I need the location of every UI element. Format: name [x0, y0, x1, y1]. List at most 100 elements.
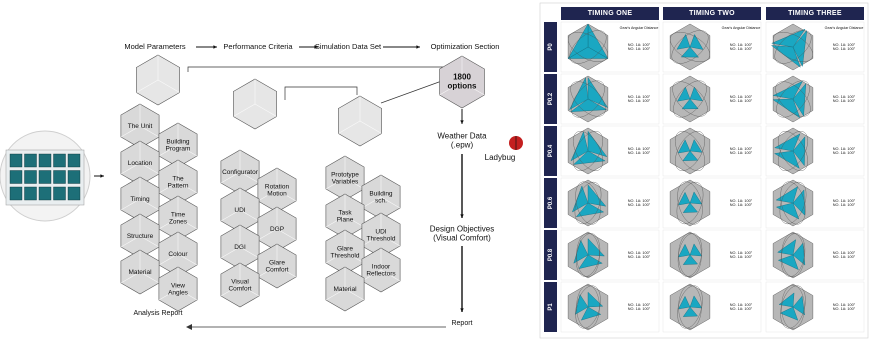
phase-3-item-hex-facet: [325, 177, 346, 190]
gear-wedge: [570, 131, 589, 162]
matrix-cell: NO. 1A: 100°NO. 1A: 100°: [765, 73, 865, 125]
phase-1-item-hex-facet: [120, 162, 141, 175]
gear-orbit: [780, 181, 806, 225]
phase-1-item-hex: [120, 213, 160, 259]
phase-2-item-label: DGI: [234, 244, 246, 251]
phase-2-item-hex: [257, 167, 297, 213]
phase-1-item-hex-facet: [120, 198, 141, 211]
gear-orbit: [673, 80, 707, 118]
phase-2-item-hex: [220, 262, 260, 308]
phase-2-item-hex: [220, 224, 260, 270]
phase-2-item-hex: [257, 243, 297, 289]
cell-caption: Gear's Angular Distance: [825, 26, 864, 30]
cell-values: NO. 1A: 100°NO. 1A: 100°: [730, 95, 753, 103]
gear-orbit: [675, 131, 705, 171]
gear-wedge: [580, 306, 602, 321]
gear-orbit: [678, 284, 702, 330]
gear-wedge: [689, 295, 703, 309]
gear-orbit: [670, 32, 710, 62]
gear-orbit: [677, 233, 703, 277]
phase-3-item-hex-facet: [380, 196, 401, 209]
arrow-to-flow-head: [100, 174, 104, 178]
facade-module: [67, 153, 81, 168]
matrix-cell: NO. 1A: 100°NO. 1A: 100°: [765, 229, 865, 281]
cell-values: NO. 1A: 100°NO. 1A: 100°: [730, 43, 753, 51]
matrix-cell: NO. 1A: 100°NO. 1A: 100°: [662, 177, 762, 229]
cell-values: NO. 1A: 100°NO. 1A: 100°: [833, 251, 856, 259]
weather-data-label: Weather Data(.epw): [437, 132, 487, 150]
gear-wedge: [681, 98, 699, 110]
gear-wedge: [775, 186, 799, 204]
phase-1-title-hex-facet: [136, 79, 159, 93]
gear-orbit: [573, 131, 603, 171]
phase-1-item-hex-facet: [139, 162, 160, 175]
stage-arrow-1-head: [213, 45, 217, 49]
gear-orbit: [575, 285, 601, 329]
phase-3-item-label: Material: [333, 286, 357, 293]
phase-2-item-hex-facet: [257, 189, 278, 202]
options-hex-facet: [461, 81, 485, 96]
phase-2-item-hex-facet: [257, 265, 278, 278]
gear-wedge: [587, 291, 604, 308]
arrow-options-weather-head: [460, 120, 464, 124]
cell-values: NO. 1A: 100°NO. 1A: 100°: [730, 251, 753, 259]
gear-orbit: [780, 233, 806, 277]
phase-2-item-hex-facet: [239, 284, 260, 297]
gear-orbit: [774, 30, 812, 64]
phase-1-item-hex-facet: [158, 217, 179, 230]
gear-orbit: [570, 81, 606, 117]
facade-module: [53, 186, 66, 201]
gear-wedge: [792, 242, 806, 266]
phase-1-item-label: Colour: [168, 251, 188, 258]
phase-1-item-hex-facet: [158, 253, 179, 266]
phase-1-item-hex-facet: [120, 271, 141, 284]
phase-3-item-hex-facet: [361, 196, 382, 209]
phase-1-item-hex-facet: [139, 198, 160, 211]
row-label: P1: [544, 282, 557, 332]
cell-values: NO. 1A: 100°NO. 1A: 100°: [628, 95, 651, 103]
matrix-cell: NO. 1A: 100°NO. 1A: 100°: [662, 281, 762, 333]
gear-orbit: [778, 131, 808, 171]
cell-values: NO. 1A: 100°NO. 1A: 100°: [730, 147, 753, 155]
phase-3-item-hex-facet: [361, 234, 382, 247]
phase-3-item-hex-facet: [325, 215, 346, 228]
phase-1-item-hex-facet: [139, 235, 160, 248]
facade-module: [9, 170, 23, 184]
row-label: P0.4: [544, 126, 557, 176]
gear-orbit: [568, 32, 608, 62]
column-header: TIMING THREE: [766, 7, 864, 20]
phase-3-item-hex: [361, 247, 401, 293]
options-hex-facet: [439, 81, 463, 96]
gear-wedge: [792, 83, 807, 117]
cell-values: NO. 1A: 100°NO. 1A: 100°: [730, 199, 753, 207]
matrix-frame: [539, 2, 869, 339]
gear-wedge: [570, 98, 608, 112]
phase-1-item-label: Structure: [127, 233, 154, 240]
gear-orbit: [575, 181, 601, 225]
gear-orbit: [677, 285, 703, 329]
phase-1-title-hex-facet: [157, 79, 180, 93]
column-header: TIMING TWO: [663, 7, 761, 20]
gear-orbit: [780, 285, 806, 329]
facade-module: [24, 186, 37, 201]
matrix-cell: NO. 1A: 100°NO. 1A: 100°: [662, 73, 762, 125]
phase-2-item-hex-facet: [276, 189, 297, 202]
gear-wedge: [575, 202, 605, 218]
phase-2-item-label: DGP: [270, 226, 284, 233]
report-label: Report: [451, 320, 472, 327]
connector-p3-opt: [380, 77, 451, 104]
stage-arrow-2-head: [314, 45, 318, 49]
phase-1-item-hex: [120, 176, 160, 222]
phase-1-item-hex-facet: [177, 217, 198, 230]
gear-wedge: [689, 86, 703, 102]
analysis-report-label: Analysis Report: [133, 310, 182, 317]
facade-module: [38, 186, 52, 201]
phase-1-item-hex-facet: [177, 144, 198, 157]
options-hex: [439, 55, 485, 109]
